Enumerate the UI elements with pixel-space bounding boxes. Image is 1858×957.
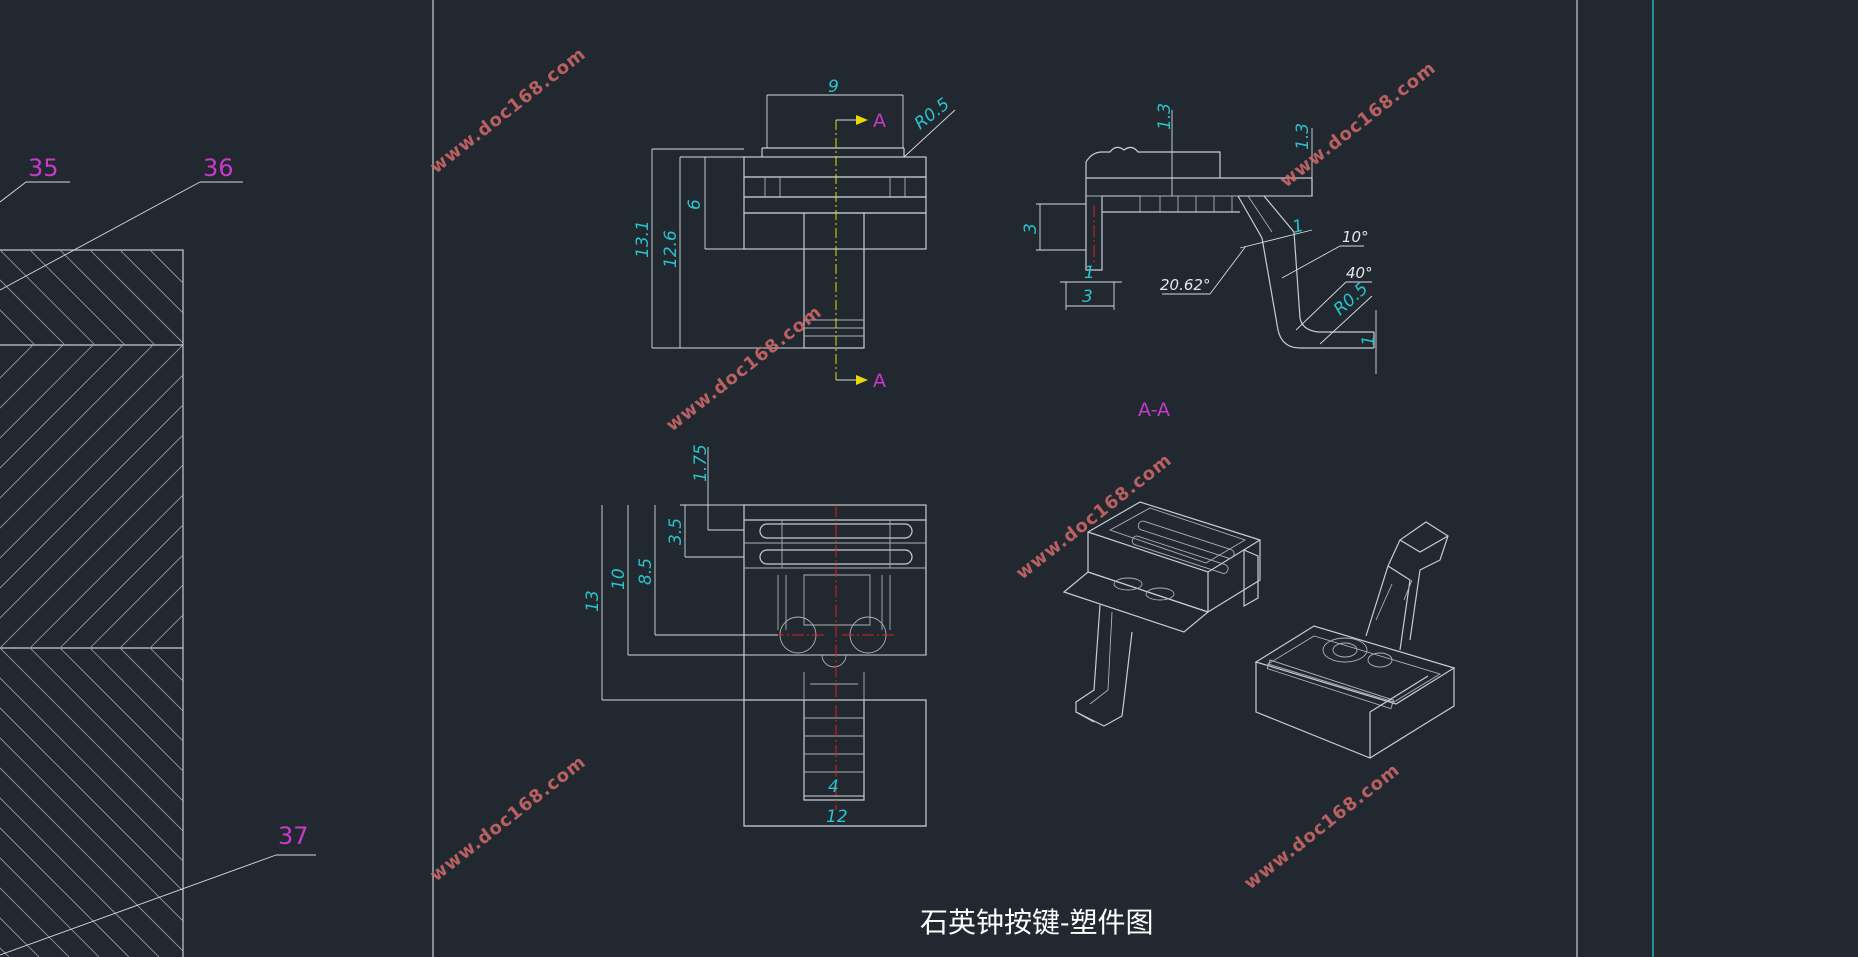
svg-text:1.75: 1.75	[691, 444, 711, 482]
svg-text:12: 12	[826, 807, 848, 827]
svg-text:www.doc168.com: www.doc168.com	[1240, 759, 1404, 894]
svg-text:35: 35	[28, 154, 59, 182]
front-view[interactable]: A A 9 R0.5 13.1 12.6 6	[633, 77, 956, 392]
svg-text:13.1: 13.1	[633, 220, 653, 258]
svg-text:1: 1	[1359, 335, 1379, 346]
svg-text:A: A	[873, 110, 886, 132]
svg-text:10°: 10°	[1342, 228, 1369, 246]
svg-text:3: 3	[1082, 287, 1093, 307]
svg-text:3: 3	[1021, 223, 1041, 234]
svg-text:3.5: 3.5	[666, 518, 686, 545]
svg-text:13: 13	[583, 590, 603, 612]
assembly-fragment	[0, 249, 184, 957]
svg-text:1.3: 1.3	[1293, 123, 1313, 150]
svg-text:A-A: A-A	[1138, 399, 1170, 421]
svg-text:R0.5: R0.5	[1330, 279, 1372, 320]
svg-text:R0.5: R0.5	[911, 94, 954, 134]
drawing-title: 石英钟按键-塑件图	[920, 906, 1153, 939]
part-label-35: 35	[0, 154, 70, 203]
top-view[interactable]: 1.75 3.5 8.5 10 13 4 12	[583, 444, 927, 827]
svg-text:www.doc168.com: www.doc168.com	[426, 751, 590, 886]
svg-text:10: 10	[609, 568, 629, 590]
svg-text:9: 9	[828, 77, 839, 97]
part-label-36: 36	[0, 154, 243, 291]
svg-text:www.doc168.com: www.doc168.com	[662, 301, 826, 436]
watermarks: www.doc168.com www.doc168.com www.doc168…	[426, 43, 1440, 894]
svg-text:36: 36	[203, 154, 234, 182]
svg-text:6: 6	[685, 199, 705, 210]
svg-text:4: 4	[828, 777, 839, 797]
svg-text:www.doc168.com: www.doc168.com	[426, 43, 590, 178]
svg-text:8.5: 8.5	[636, 558, 656, 585]
svg-text:A: A	[873, 370, 886, 392]
svg-text:1: 1	[1084, 263, 1095, 283]
svg-text:12.6: 12.6	[661, 230, 681, 268]
svg-text:1: 1	[1290, 216, 1305, 238]
svg-text:1.3: 1.3	[1155, 103, 1175, 130]
svg-text:37: 37	[278, 822, 309, 850]
isometric-view-top[interactable]	[1062, 501, 1261, 727]
part-label-37: 37	[0, 822, 316, 956]
sheet-borders	[432, 0, 1654, 957]
svg-text:40°: 40°	[1346, 264, 1373, 282]
isometric-view-bottom[interactable]	[1254, 521, 1456, 759]
svg-text:20.62°: 20.62°	[1160, 276, 1210, 294]
svg-text:www.doc168.com: www.doc168.com	[1012, 449, 1176, 584]
